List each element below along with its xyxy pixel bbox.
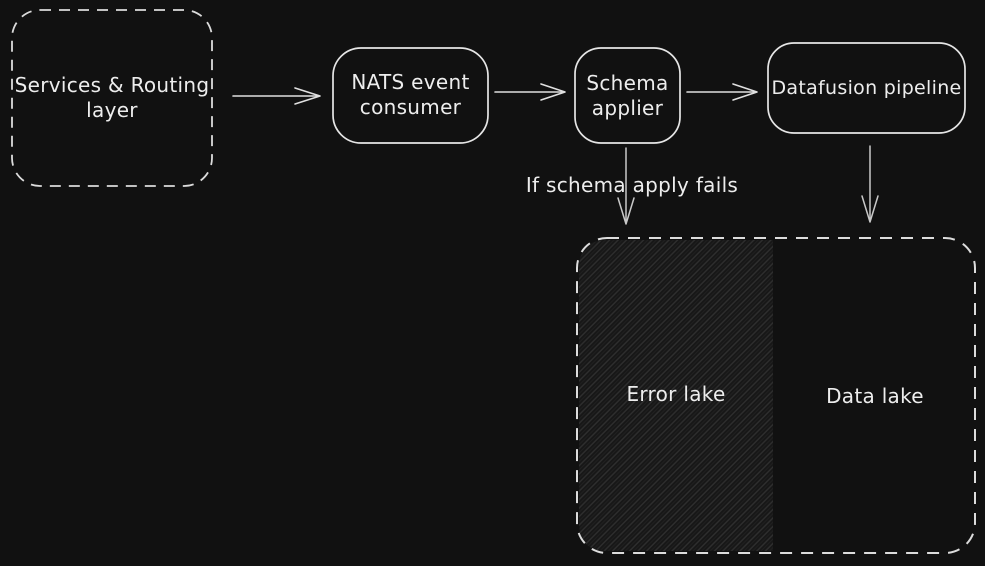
schema-applier-label-line1: Schema xyxy=(586,71,669,95)
schema-applier-label: Schema applier xyxy=(575,71,680,121)
services-routing-label-line1: Services & Routing xyxy=(14,73,210,97)
schema-fail-edge-label[interactable]: If schema apply fails xyxy=(525,173,739,197)
services-routing-label: Services & Routing layer xyxy=(12,73,212,123)
schema-applier-label-line2: applier xyxy=(591,96,664,120)
datafusion-pipeline-box[interactable] xyxy=(767,42,966,134)
lakes-container-box[interactable] xyxy=(576,237,976,554)
schema-applier-box[interactable] xyxy=(574,47,681,144)
data-lake-label[interactable]: Data lake xyxy=(826,384,924,408)
nats-consumer-box[interactable] xyxy=(332,47,489,144)
arrow-schema-to-datafusion[interactable] xyxy=(686,83,758,101)
arrow-datafusion-to-data-lake[interactable] xyxy=(861,145,879,223)
error-lake-region[interactable] xyxy=(579,240,773,551)
nats-consumer-label: NATS event consumer xyxy=(333,70,488,120)
nats-consumer-label-line1: NATS event xyxy=(351,70,470,94)
arrow-nats-to-schema[interactable] xyxy=(494,83,566,101)
services-routing-box[interactable] xyxy=(11,9,213,187)
nats-consumer-label-line2: consumer xyxy=(359,95,462,119)
arrow-services-to-nats[interactable] xyxy=(232,87,321,105)
error-lake-label[interactable]: Error lake xyxy=(626,382,726,406)
datafusion-pipeline-label: Datafusion pipeline xyxy=(771,77,962,99)
services-routing-label-line2: layer xyxy=(86,98,138,122)
arrow-schema-to-error-lake[interactable] xyxy=(617,147,635,225)
